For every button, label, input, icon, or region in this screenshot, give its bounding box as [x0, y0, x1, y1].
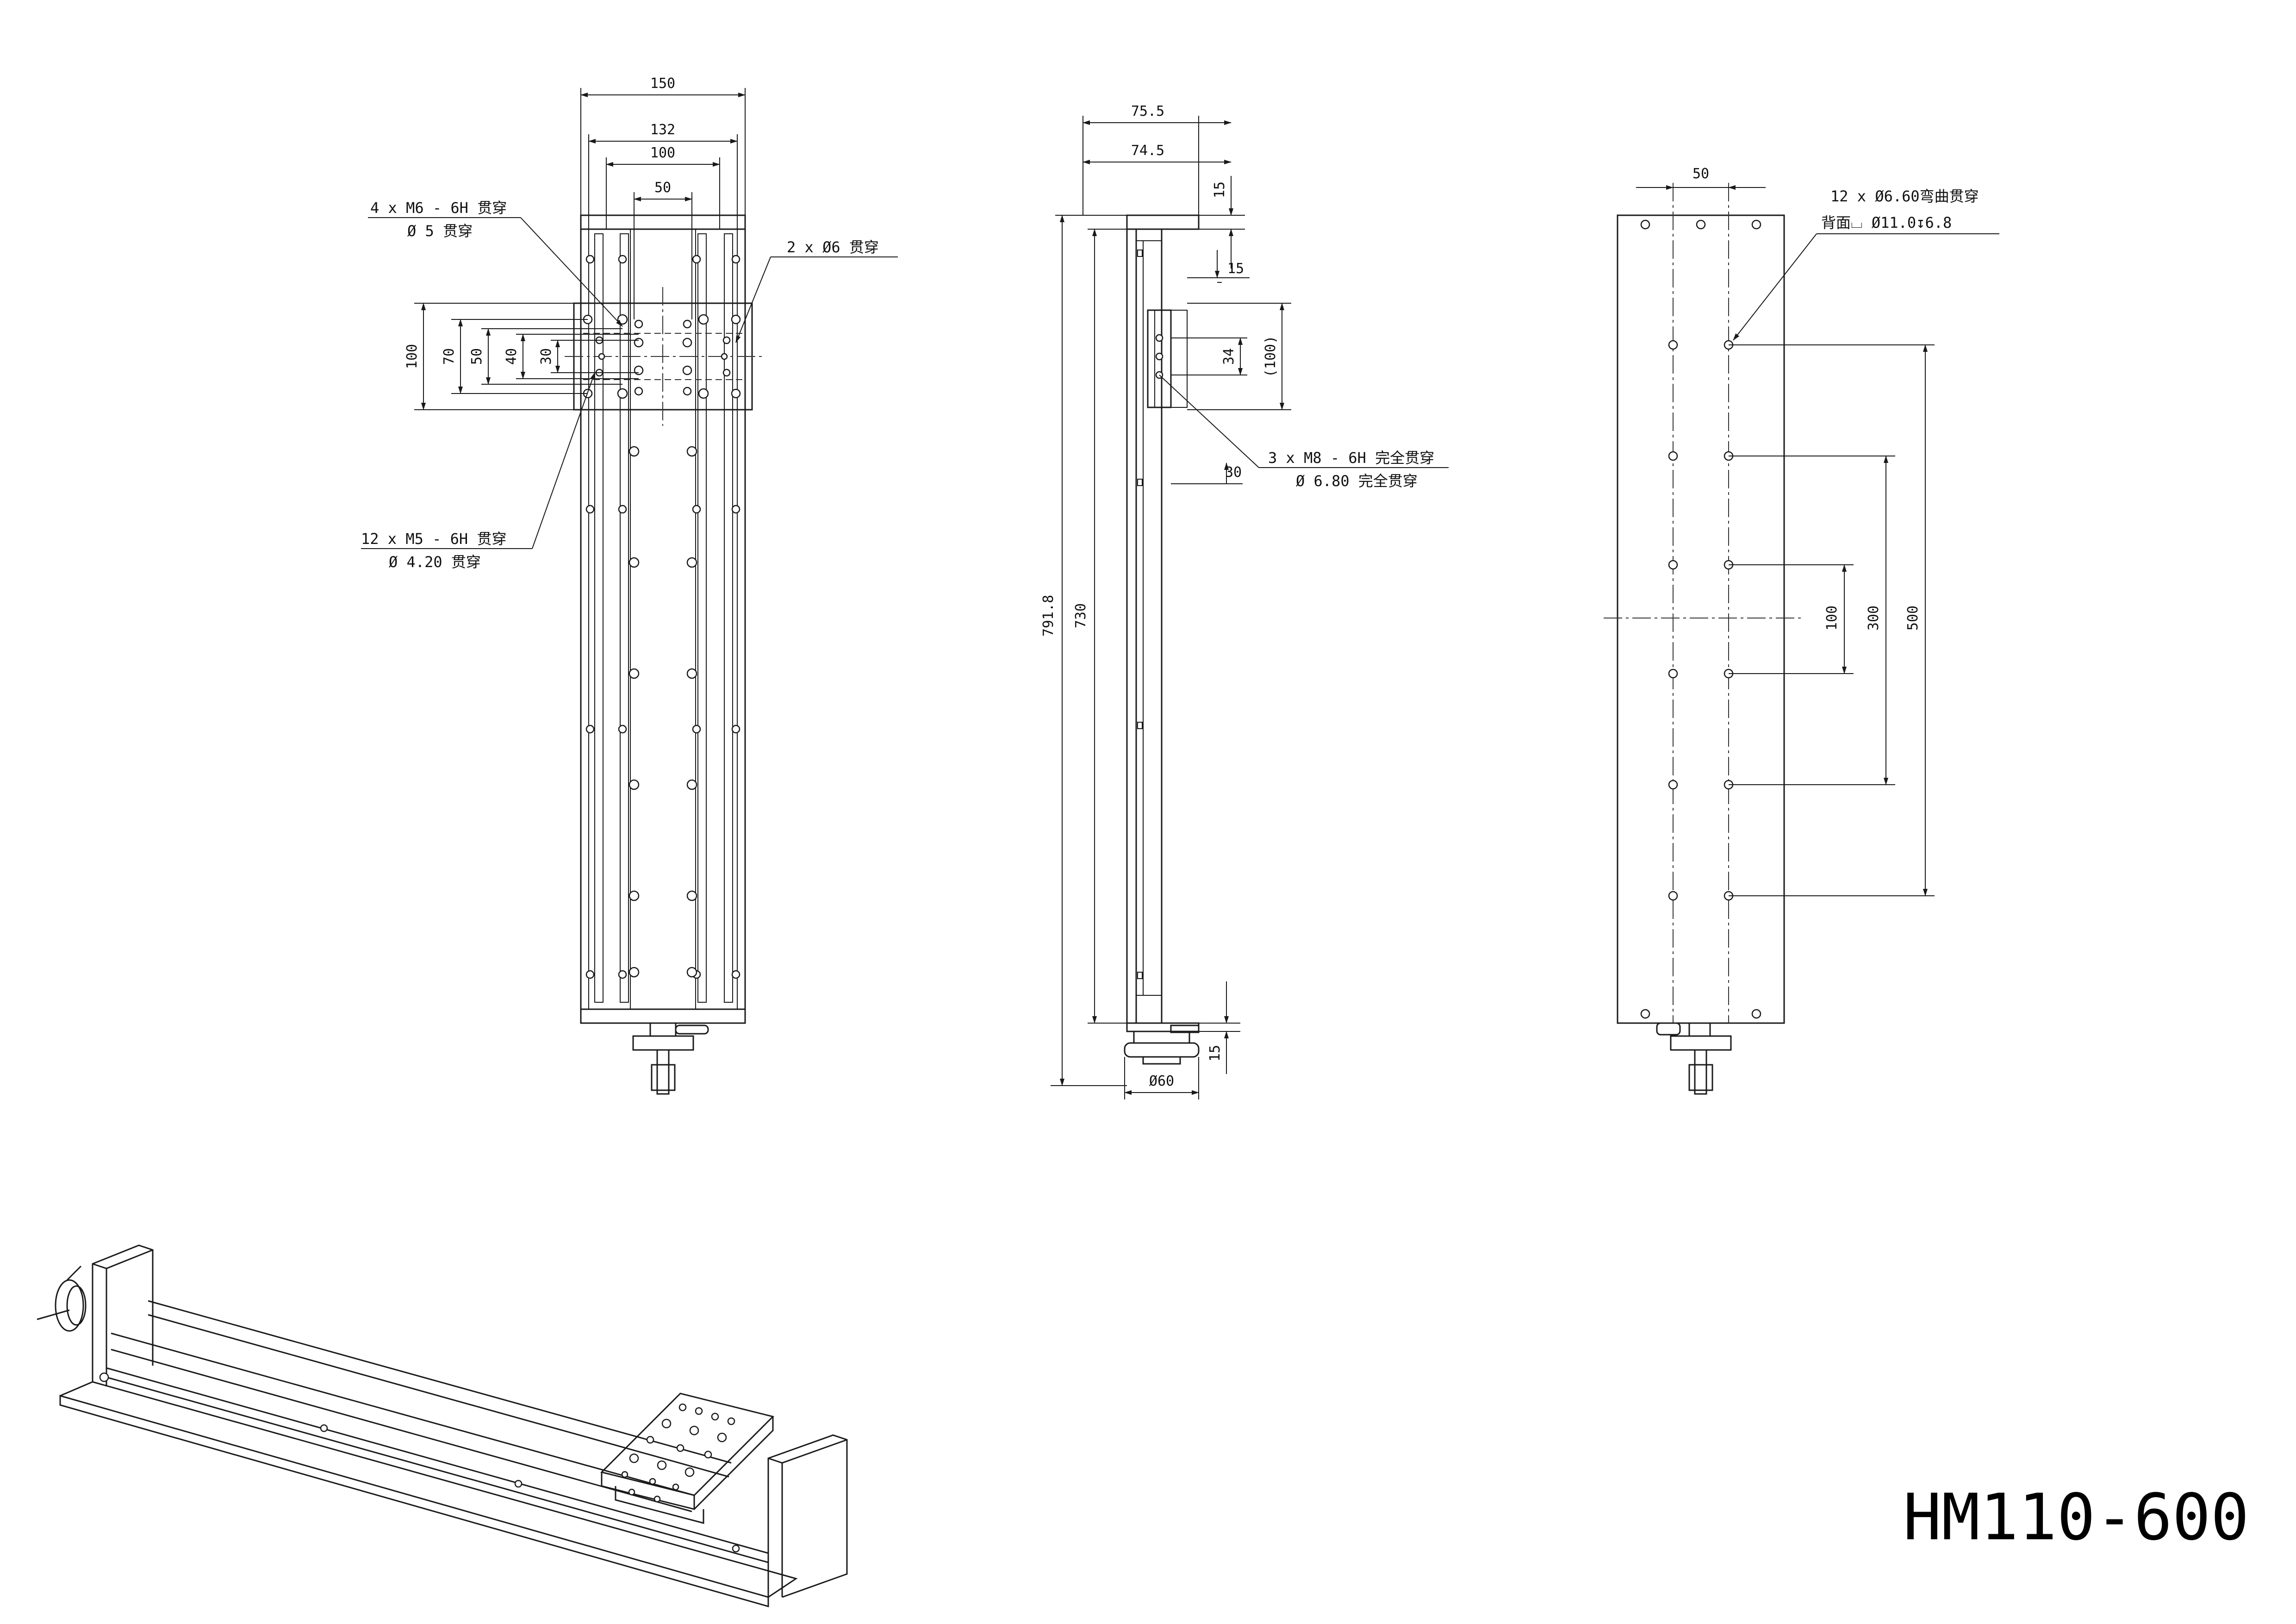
- note-m5-line1: 12 x M5 - 6H 贯穿: [361, 530, 506, 548]
- bottom-plate-outline: [1617, 214, 1785, 1024]
- dim-h70: 70: [441, 348, 457, 365]
- model-title: HM110-600: [1903, 1480, 2249, 1555]
- note-d6: 2 x Ø6 贯穿: [787, 238, 879, 256]
- dim-791-8: 791.8: [1040, 595, 1057, 637]
- bottom-mount-holes: [1668, 340, 1734, 901]
- dim-h50: 50: [469, 348, 485, 365]
- front-rail-holes: [585, 255, 740, 979]
- front-handwheel: [632, 1022, 709, 1095]
- dim-h30: 30: [538, 348, 554, 365]
- dim-74-5: 74.5: [1131, 143, 1164, 159]
- front-notes: 4 x M6 - 6H 贯穿 Ø 5 贯穿 2 x Ø6 贯穿 12 x M5 …: [361, 199, 898, 571]
- dim-bottom-100: 100: [1824, 606, 1840, 631]
- side-dimensions: 75.5 74.5 15 15 (100) 34 30: [1040, 103, 1291, 1099]
- dim-34: 34: [1221, 348, 1237, 365]
- isometric-carriage: [600, 1393, 774, 1524]
- isometric-view: [37, 1244, 848, 1607]
- dim-bottom-300: 300: [1866, 606, 1882, 631]
- dim-30: 30: [1225, 464, 1242, 481]
- bottom-notes: 12 x Ø6.60弯曲贯穿 背面⌴ Ø11.0↧6.8: [1733, 187, 1999, 341]
- front-right-rail: [695, 229, 738, 1010]
- note-m6-line1: 4 x M6 - 6H 贯穿: [370, 199, 507, 217]
- side-view: 75.5 74.5 15 15 (100) 34 30: [1040, 103, 1449, 1099]
- note-bottom-line1: 12 x Ø6.60弯曲贯穿: [1830, 187, 1979, 205]
- note-m6-line2: Ø 5 贯穿: [407, 222, 473, 240]
- bottom-view: 50 100 300 500 12 x Ø6.60弯曲贯穿 背面⌴ Ø11.0↧…: [1604, 166, 1999, 1095]
- bottom-dimensions: 50 100 300 500: [1636, 166, 1935, 896]
- dim-100: 100: [650, 145, 675, 161]
- bottom-handwheel: [1656, 1022, 1732, 1095]
- dim-132: 132: [650, 122, 675, 138]
- dim-h40: 40: [504, 348, 520, 365]
- side-top-block: [1126, 214, 1200, 230]
- dim-15-bottom: 15: [1207, 1045, 1223, 1062]
- dim-100-ref: (100): [1263, 336, 1279, 377]
- dim-h100: 100: [404, 344, 420, 369]
- side-body-outline: [1126, 228, 1163, 1024]
- dim-bottom-500: 500: [1905, 606, 1921, 631]
- side-notes: 3 x M8 - 6H 完全贯穿 Ø 6.80 完全贯穿: [1159, 375, 1449, 490]
- note-m8-line1: 3 x M8 - 6H 完全贯穿: [1268, 449, 1434, 467]
- dim-bottom-50: 50: [1692, 166, 1709, 182]
- note-bottom-line2: 背面⌴ Ø11.0↧6.8: [1821, 214, 1952, 231]
- dim-15-second: 15: [1227, 261, 1244, 277]
- front-left-rail: [588, 229, 631, 1010]
- note-m5-line2: Ø 4.20 贯穿: [389, 553, 481, 571]
- dim-50: 50: [654, 180, 671, 196]
- dim-15-top: 15: [1212, 181, 1228, 198]
- dim-75-5: 75.5: [1131, 103, 1164, 119]
- note-m8-line2: Ø 6.80 完全贯穿: [1296, 472, 1418, 490]
- dim-730: 730: [1073, 603, 1089, 628]
- dim-d60: Ø60: [1149, 1073, 1174, 1089]
- front-dimensions: 150 132 100 50 100 70 50: [404, 75, 746, 410]
- bottom-corner-holes: [1640, 219, 1761, 1019]
- front-view: 150 132 100 50 100 70 50: [361, 75, 898, 1095]
- front-body-outline: [580, 214, 746, 1024]
- dim-150: 150: [650, 75, 675, 92]
